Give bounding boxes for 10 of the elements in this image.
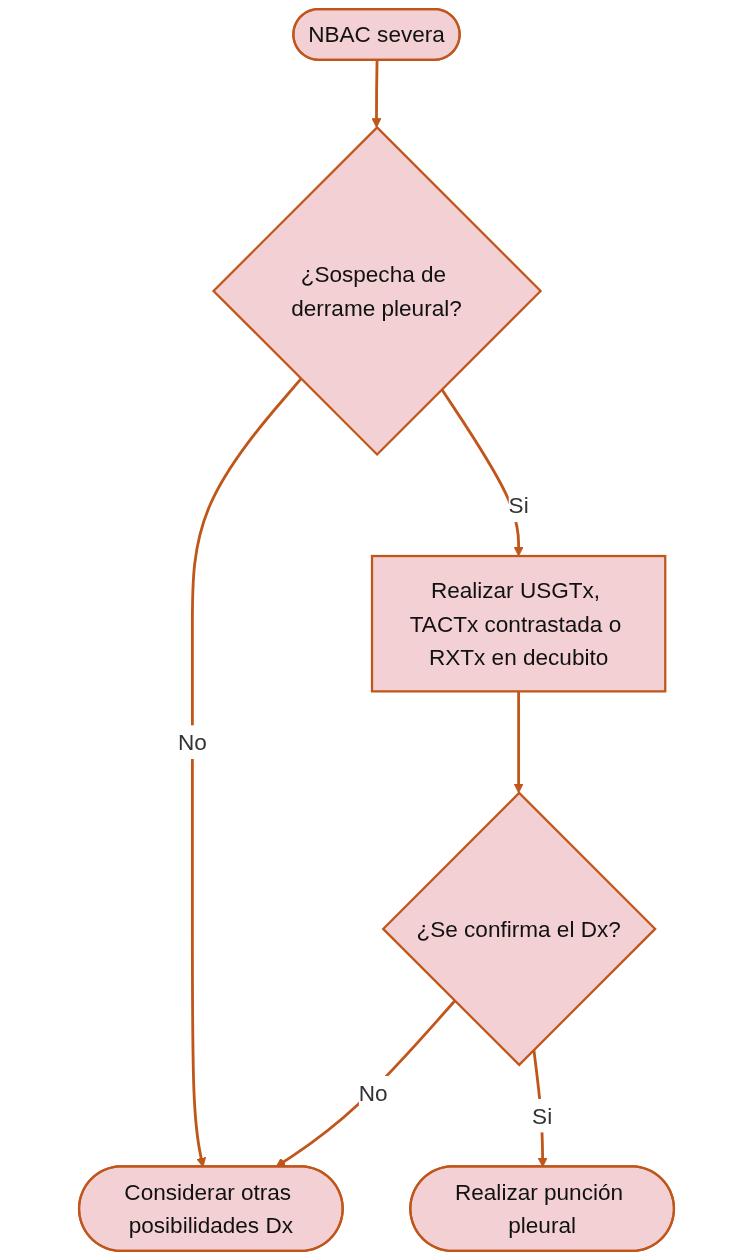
edge-label: No — [177, 729, 207, 755]
arrow — [440, 388, 524, 557]
edge-label: Si — [508, 492, 529, 518]
node-diamond: ¿Se confirma el Dx? — [381, 791, 657, 1067]
arrow — [371, 60, 382, 128]
arrow — [513, 691, 524, 794]
node-diamond: ¿Sospecha de derrame pleural? — [211, 125, 543, 457]
edge-label: Si — [532, 1103, 553, 1129]
node-box: Realizar USGTx, TACTx contrastada o RXTx en decubito — [370, 554, 667, 693]
edge-label: No — [358, 1080, 388, 1106]
